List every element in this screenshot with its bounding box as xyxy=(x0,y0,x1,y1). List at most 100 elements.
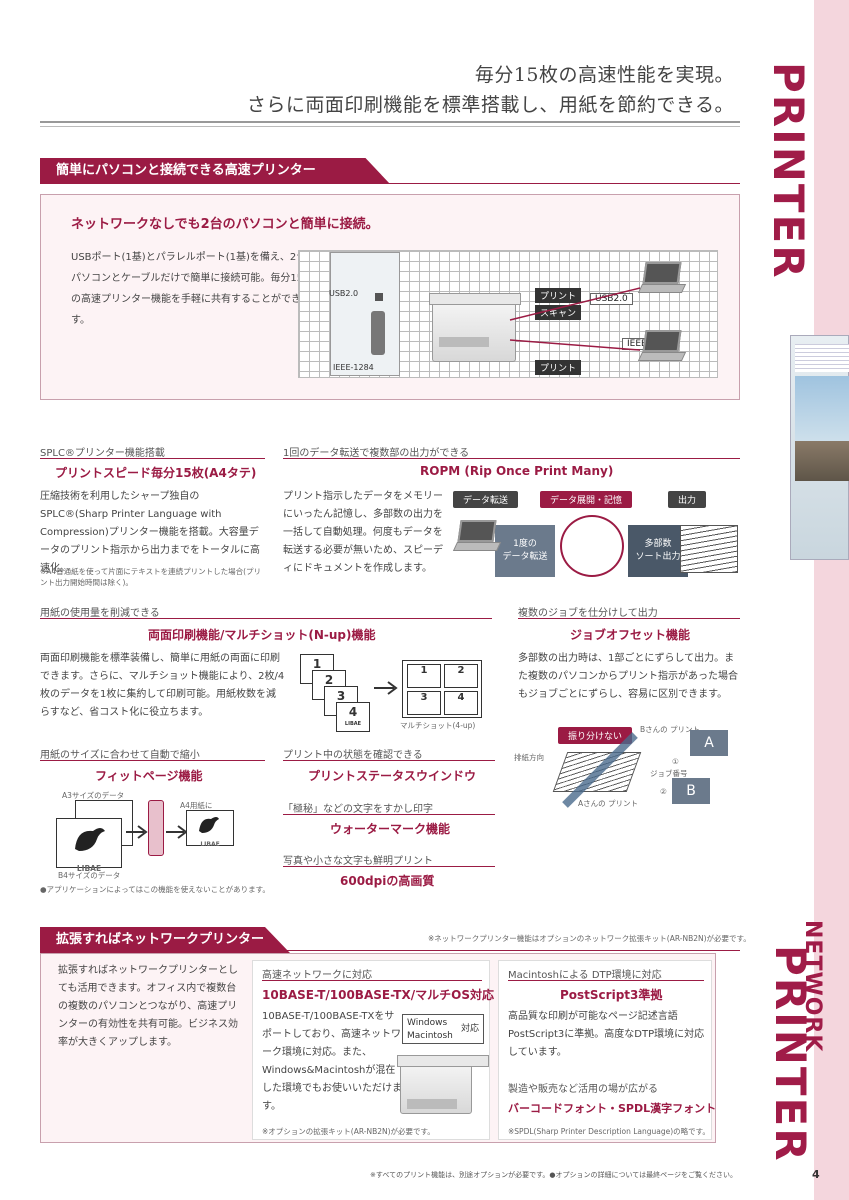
ropm-step1: データ転送 xyxy=(453,491,519,508)
os-badge: Windows Macintosh 対応 xyxy=(402,1014,484,1044)
section2-note: ※ネットワークプリンター機能はオプションのネットワーク拡張キット(AR-NB2N… xyxy=(428,934,751,943)
ropm-step2: データ展開・記憶 xyxy=(540,491,633,508)
joboffset-subhead: 複数のジョブを仕分けして出力 xyxy=(518,608,658,619)
ropm-subhead: 1回のデータ転送で複数部の出力ができる xyxy=(283,448,470,459)
splc-subhead: SPLC®プリンター機能搭載 xyxy=(40,448,165,459)
job-number-label: ジョブ番号 xyxy=(650,769,688,778)
fitpage-a4-label: A4用紙に xyxy=(180,801,213,810)
b-print-label: Bさんの プリント xyxy=(640,725,701,734)
section2-rule xyxy=(40,950,740,951)
fitpage-rule xyxy=(40,760,265,761)
quality-subhead: 写真や小さな文字も鮮明プリント xyxy=(283,856,433,867)
mac-box xyxy=(498,960,712,1140)
net-feature: 10BASE-T/100BASE-TX/マルチOS対応 xyxy=(262,988,494,1002)
fitpage-b4-label: B4サイズのデータ xyxy=(58,871,121,880)
fitpage-subhead: 用紙のサイズに合わせて自動で縮小 xyxy=(40,750,200,761)
joboffset-feature: ジョブオフセット機能 xyxy=(570,628,691,642)
section1-box-text: USBポート(1基)とパラレルポート(1基)を備え、2台のパソコンとケーブルだけ… xyxy=(71,252,317,326)
ropm-memory-circle xyxy=(560,515,624,577)
section1-rule xyxy=(40,183,740,184)
parallel-port-icon xyxy=(371,311,385,355)
ieee-label: IEEE-1284 xyxy=(333,363,374,372)
quality-feature: 600dpiの高画質 xyxy=(340,874,435,888)
page-number: 4 xyxy=(812,1168,820,1181)
net-note: ※オプションの拡張キット(AR-NB2N)が必要です。 xyxy=(262,1127,435,1136)
joboffset-rule xyxy=(518,618,740,619)
nup-sheet: 1 2 3 4 xyxy=(402,660,482,718)
status-rule xyxy=(283,760,495,761)
nup-cell-1: 1 xyxy=(407,664,441,688)
fitpage-printer-icon xyxy=(148,800,164,856)
ropm-label-b: データ転送 xyxy=(502,552,548,562)
usb-label: USB2.0 xyxy=(329,289,359,298)
a-print-label: Aさんの プリント xyxy=(578,799,639,808)
headline-rule-thin xyxy=(40,126,740,127)
joboffset-tag: 振り分けない xyxy=(558,727,633,744)
os-badge-support: 対応 xyxy=(461,1024,480,1034)
watermark-rule xyxy=(283,814,495,815)
connection-lines xyxy=(509,287,641,351)
section2-title: 拡張すればネットワークプリンターに xyxy=(40,927,290,953)
user-a-screen: A xyxy=(690,730,728,756)
ropm-stage-2: 多部数 ソート出力 xyxy=(628,525,688,577)
fitpage-feature: フィットページ機能 xyxy=(95,769,203,783)
circle2-label: ② xyxy=(660,787,667,796)
ropm-laptop-icon xyxy=(452,520,502,554)
a4-page: LIBAE xyxy=(186,810,234,848)
os-badge-windows: Windows xyxy=(407,1018,448,1028)
ropm-stage-1: 1度の データ転送 xyxy=(495,525,555,577)
user-b-screen: B xyxy=(672,778,710,804)
joboffset-text: 多部数の出力時は、1部ごとにずらして出力。また複数のパソコンからプリント指示があ… xyxy=(518,653,738,700)
mac-text: 高品質な印刷が可能なページ記述言語PostScript3に準拠。高度なDTP環境… xyxy=(508,1011,705,1058)
status-feature: プリントステータスウインドウ xyxy=(308,769,477,783)
headline-line-1: 毎分15枚の高速性能を実現。 xyxy=(474,64,734,86)
page-headline: 毎分15枚の高速性能を実現。 さらに両面印刷機能を標準搭載し、用紙を節約できる。 xyxy=(247,60,734,120)
fitpage-note: ●アプリケーションによってはこの機能を使えないことがあります。 xyxy=(40,885,270,894)
fitpage-logo-2: LIBAE xyxy=(200,841,220,848)
sidebar-network-printer-label: PRINTER xyxy=(766,945,815,1163)
mac-sub2: 製造や販売など活用の場が広がる xyxy=(508,1084,658,1095)
fit-arrow-icon xyxy=(126,825,148,839)
mac-feature: PostScript3準拠 xyxy=(560,988,663,1002)
splc-feature: プリントスピード毎分15枚(A4タテ) xyxy=(55,466,257,480)
section2-intro: 拡張すればネットワークプリンターとしても活用できます。オフィス内で複数台の複数の… xyxy=(58,965,238,1048)
network-copier-image xyxy=(397,1055,489,1114)
nup-cell-2: 2 xyxy=(444,664,478,688)
b4-page: LIBAE xyxy=(56,818,122,873)
print-tag-1: プリント xyxy=(535,288,582,303)
ropm-step3: 出力 xyxy=(668,491,707,508)
mac-feature2: バーコードフォント・SPDL漢字フォント xyxy=(508,1102,717,1115)
fitpage-a3-label: A3サイズのデータ xyxy=(62,791,125,800)
mac-note: ※SPDL(Sharp Printer Description Language… xyxy=(508,1127,710,1136)
os-badge-mac: Macintosh xyxy=(407,1031,453,1041)
splc-rule xyxy=(40,458,265,459)
usb-port-icon xyxy=(375,293,383,301)
arrow-right-icon xyxy=(374,681,398,695)
ropm-text: プリント指示したデータをメモリーにいったん記憶し、多部数の出力を一括して自動処理… xyxy=(283,491,443,574)
sidebar-network-label: NETWORK xyxy=(800,920,825,1053)
mac-subhead: Macintoshによる DTP環境に対応 xyxy=(508,970,662,981)
splc-text: 圧縮技術を利用したシャープ独自のSPLC®(Sharp Printer Lang… xyxy=(40,491,260,574)
duplex-subhead: 用紙の使用量を削減できる xyxy=(40,608,160,619)
section1-title: 簡単にパソコンと接続できる高速プリンター xyxy=(40,158,390,184)
watermark-feature: ウォーターマーク機能 xyxy=(330,822,451,836)
offset-arrows xyxy=(562,732,638,808)
headline-rule xyxy=(40,121,740,123)
ropm-label-c: 多部数 xyxy=(644,539,672,549)
ropm-feature: ROPM (Rip Once Print Many) xyxy=(420,464,614,478)
duplex-feature: 両面印刷機能/マルチショット(N-up)機能 xyxy=(148,628,376,642)
sidebar-printer-label: PRINTER xyxy=(764,62,813,280)
watermark-subhead: 「極秘」などの文字をすかし印字 xyxy=(283,804,433,815)
circle1-label: ① xyxy=(672,757,679,766)
duplex-rule xyxy=(40,618,492,619)
bird-icon xyxy=(75,828,105,851)
duplex-text: 両面印刷機能を標準装備し、簡単に用紙の両面に印刷できます。さらに、マルチショット… xyxy=(40,653,285,718)
ropm-output-stack xyxy=(680,525,738,573)
net-text: 10BASE-T/100BASE-TXをサポートしており、高速ネットワーク環境に… xyxy=(262,1011,402,1112)
splc-note: ※A4普通紙を使って片面にテキストを連続プリントした場合(プリント出力開始時間は… xyxy=(40,567,262,587)
mac-rule xyxy=(508,980,704,981)
ropm-label-d: ソート出力 xyxy=(635,552,681,562)
nup-caption: マルチショット(4-up) xyxy=(400,721,476,730)
net-rule xyxy=(262,980,482,981)
